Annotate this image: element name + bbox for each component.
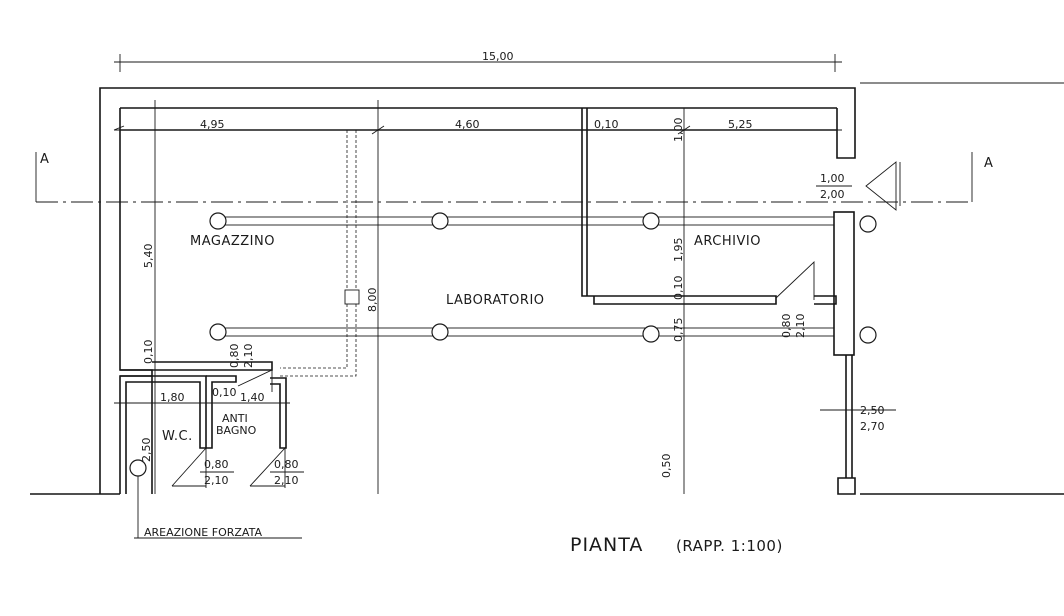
- dim-corridor-depth: 0,75: [672, 318, 685, 343]
- section-marks: A A: [40, 152, 993, 171]
- door-archivio-top: 0,80: [780, 314, 793, 339]
- dim-entry-depth: 1,00: [672, 118, 685, 143]
- ceiling-rails: [129, 212, 877, 477]
- drawing-title: PIANTA: [570, 534, 643, 556]
- dim-partition-thickness: 0,10: [594, 118, 619, 131]
- note-ventilation: AREAZIONE FORZATA: [144, 526, 262, 539]
- room-magazzino: MAGAZZINO: [190, 234, 275, 249]
- room-wc: W.C.: [162, 429, 193, 444]
- window-bottom: 2,70: [860, 420, 885, 433]
- drawing-scale: (RAPP. 1:100): [676, 537, 783, 555]
- opening-labels: 1,00 2,00 0,80 2,10 0,80 2,10 0,80 2,10 …: [200, 172, 885, 487]
- door-bagno-top: 0,80: [274, 458, 299, 471]
- entry-top: 1,00: [820, 172, 845, 185]
- dim-wall-left: 0,10: [142, 340, 155, 365]
- section-mark-right: A: [984, 156, 993, 171]
- room-anti: ANTI: [222, 412, 248, 425]
- dim-magazzino-depth: 5,40: [142, 244, 155, 269]
- ventilation-duct: [280, 130, 360, 377]
- dim-laboratorio-width: 4,60: [455, 118, 480, 131]
- window-top: 2,50: [860, 404, 885, 417]
- dim-antibagno-width: 1,40: [240, 391, 265, 404]
- dim-wc-depth: 2,50: [140, 438, 153, 463]
- door-bagno-bottom: 2,10: [274, 474, 299, 487]
- room-bagno: BAGNO: [216, 424, 257, 437]
- dim-total-depth: 8,00: [366, 288, 379, 313]
- section-mark-left: A: [40, 152, 49, 167]
- ground-line: [30, 82, 1064, 495]
- dim-magazzino-width: 4,95: [200, 118, 225, 131]
- door-archivio-bottom: 2,10: [794, 314, 807, 339]
- room-labels: MAGAZZINO LABORATORIO ARCHIVIO W.C. ANTI…: [162, 234, 761, 444]
- dim-archivio-wall: 0,10: [672, 276, 685, 301]
- exterior-walls: [99, 87, 856, 495]
- dim-antibagno-wall: 0,10: [212, 386, 237, 399]
- dim-overall-width: 15,00: [482, 50, 514, 63]
- door-wc-bottom: 2,10: [204, 474, 229, 487]
- entry-bottom: 2,00: [820, 188, 845, 201]
- dim-archivio-depth: 1,95: [672, 238, 685, 263]
- dim-wc-width: 1,80: [160, 391, 185, 404]
- dimension-lines: [113, 54, 896, 539]
- room-archivio: ARCHIVIO: [694, 234, 761, 249]
- dim-archivio-width: 5,25: [728, 118, 753, 131]
- doors: [171, 260, 815, 488]
- partitions: [120, 108, 837, 494]
- dim-bottom-offset: 0,50: [660, 454, 673, 479]
- door-antibagno-bottom: 2,10: [242, 344, 255, 369]
- room-laboratorio: LABORATORIO: [446, 293, 545, 308]
- door-wc-top: 0,80: [204, 458, 229, 471]
- door-antibagno-top: 0,80: [228, 344, 241, 369]
- section-axis: [35, 152, 973, 211]
- dimension-labels: 15,00 4,95 4,60 0,10 5,25 1,00 5,40 8,00…: [140, 50, 753, 478]
